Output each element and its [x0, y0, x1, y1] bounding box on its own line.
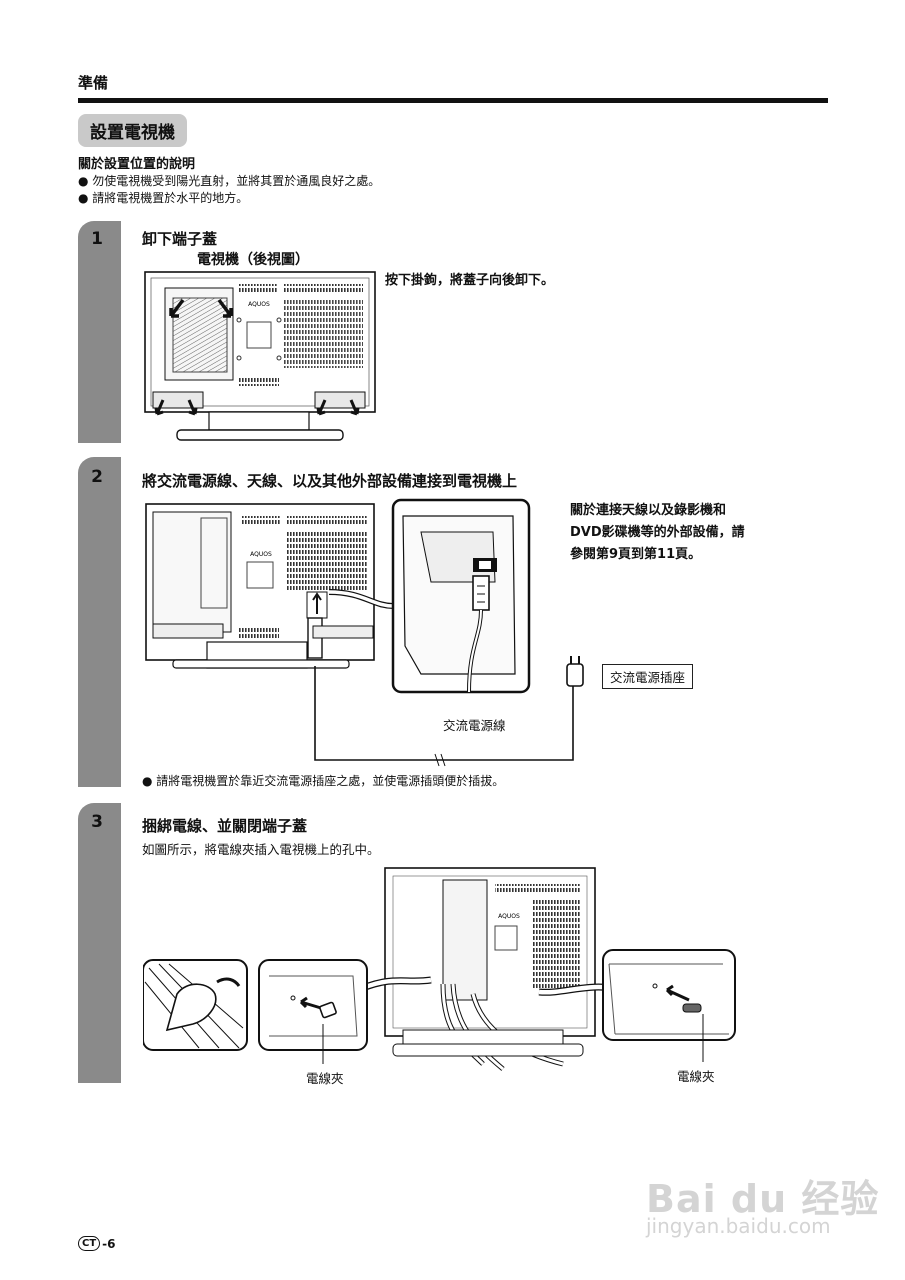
page-number: CT -6	[78, 1236, 116, 1251]
step-2-bullet: ● 請將電視機置於靠近交流電源插座之處，並使電源插頭便於插拔。	[142, 774, 505, 788]
placement-bullet-1: ● 勿使電視機受到陽光直射，並將其置於通風良好之處。	[78, 174, 381, 188]
tv-brand-text: AQUOS	[248, 301, 270, 308]
step-1-number: 1	[91, 229, 103, 249]
page-title: 設置電視機	[78, 114, 187, 147]
step-2-bar	[78, 457, 121, 787]
section-header: 準備	[78, 74, 109, 92]
power-cord-label: 交流電源線	[443, 718, 506, 733]
step-1-title: 卸下端子蓋	[142, 230, 218, 248]
step-2-note-line-2: DVD影碟機等的外部設備，請	[570, 525, 745, 540]
cable-clip-label-right: 電線夾	[677, 1069, 715, 1084]
step-3-bar	[78, 803, 121, 1083]
watermark-url: jingyan.baidu.com	[646, 1214, 831, 1238]
step-3-description: 如圖所示，將電線夾插入電視機上的孔中。	[142, 842, 380, 857]
region-code-badge: CT	[78, 1236, 101, 1251]
tv-rear-view-illustration-2: AQUOS	[143, 496, 603, 776]
tv-rear-view-illustration-1: AQUOS	[143, 270, 377, 445]
watermark-logo: Bai du 经验	[646, 1177, 880, 1221]
cable-clip-label-left: 電線夾	[306, 1071, 344, 1086]
header-rule	[78, 98, 828, 103]
step-3-title: 捆綁電線、並關閉端子蓋	[142, 817, 308, 835]
step-1-note: 按下掛鉤，將蓋子向後卸下。	[385, 273, 555, 288]
step-2-title: 將交流電源線、天線、以及其他外部設備連接到電視機上	[142, 472, 518, 490]
step-1-view-label: 電視機（後視圖）	[197, 252, 309, 268]
tv-brand-text-3: AQUOS	[498, 913, 520, 920]
step-2-number: 2	[91, 467, 103, 487]
cable-clip-illustration: AQUOS	[143, 864, 763, 1094]
power-socket-label: 交流電源插座	[602, 664, 694, 689]
tv-brand-text-2: AQUOS	[250, 551, 272, 558]
step-2-note-line-1: 關於連接天線以及錄影機和	[570, 503, 727, 518]
step-1-bar	[78, 221, 121, 443]
placement-bullet-2: ● 請將電視機置於水平的地方。	[78, 191, 249, 205]
placement-heading: 關於設置位置的說明	[78, 157, 196, 172]
page-number-value: -6	[102, 1236, 116, 1251]
step-2-note-line-3: 參閱第9頁到第11頁。	[570, 547, 702, 562]
step-3-number: 3	[91, 812, 103, 832]
step-2-note: 關於連接天線以及錄影機和 DVD影碟機等的外部設備，請 參閱第9頁到第11頁。	[570, 500, 745, 566]
